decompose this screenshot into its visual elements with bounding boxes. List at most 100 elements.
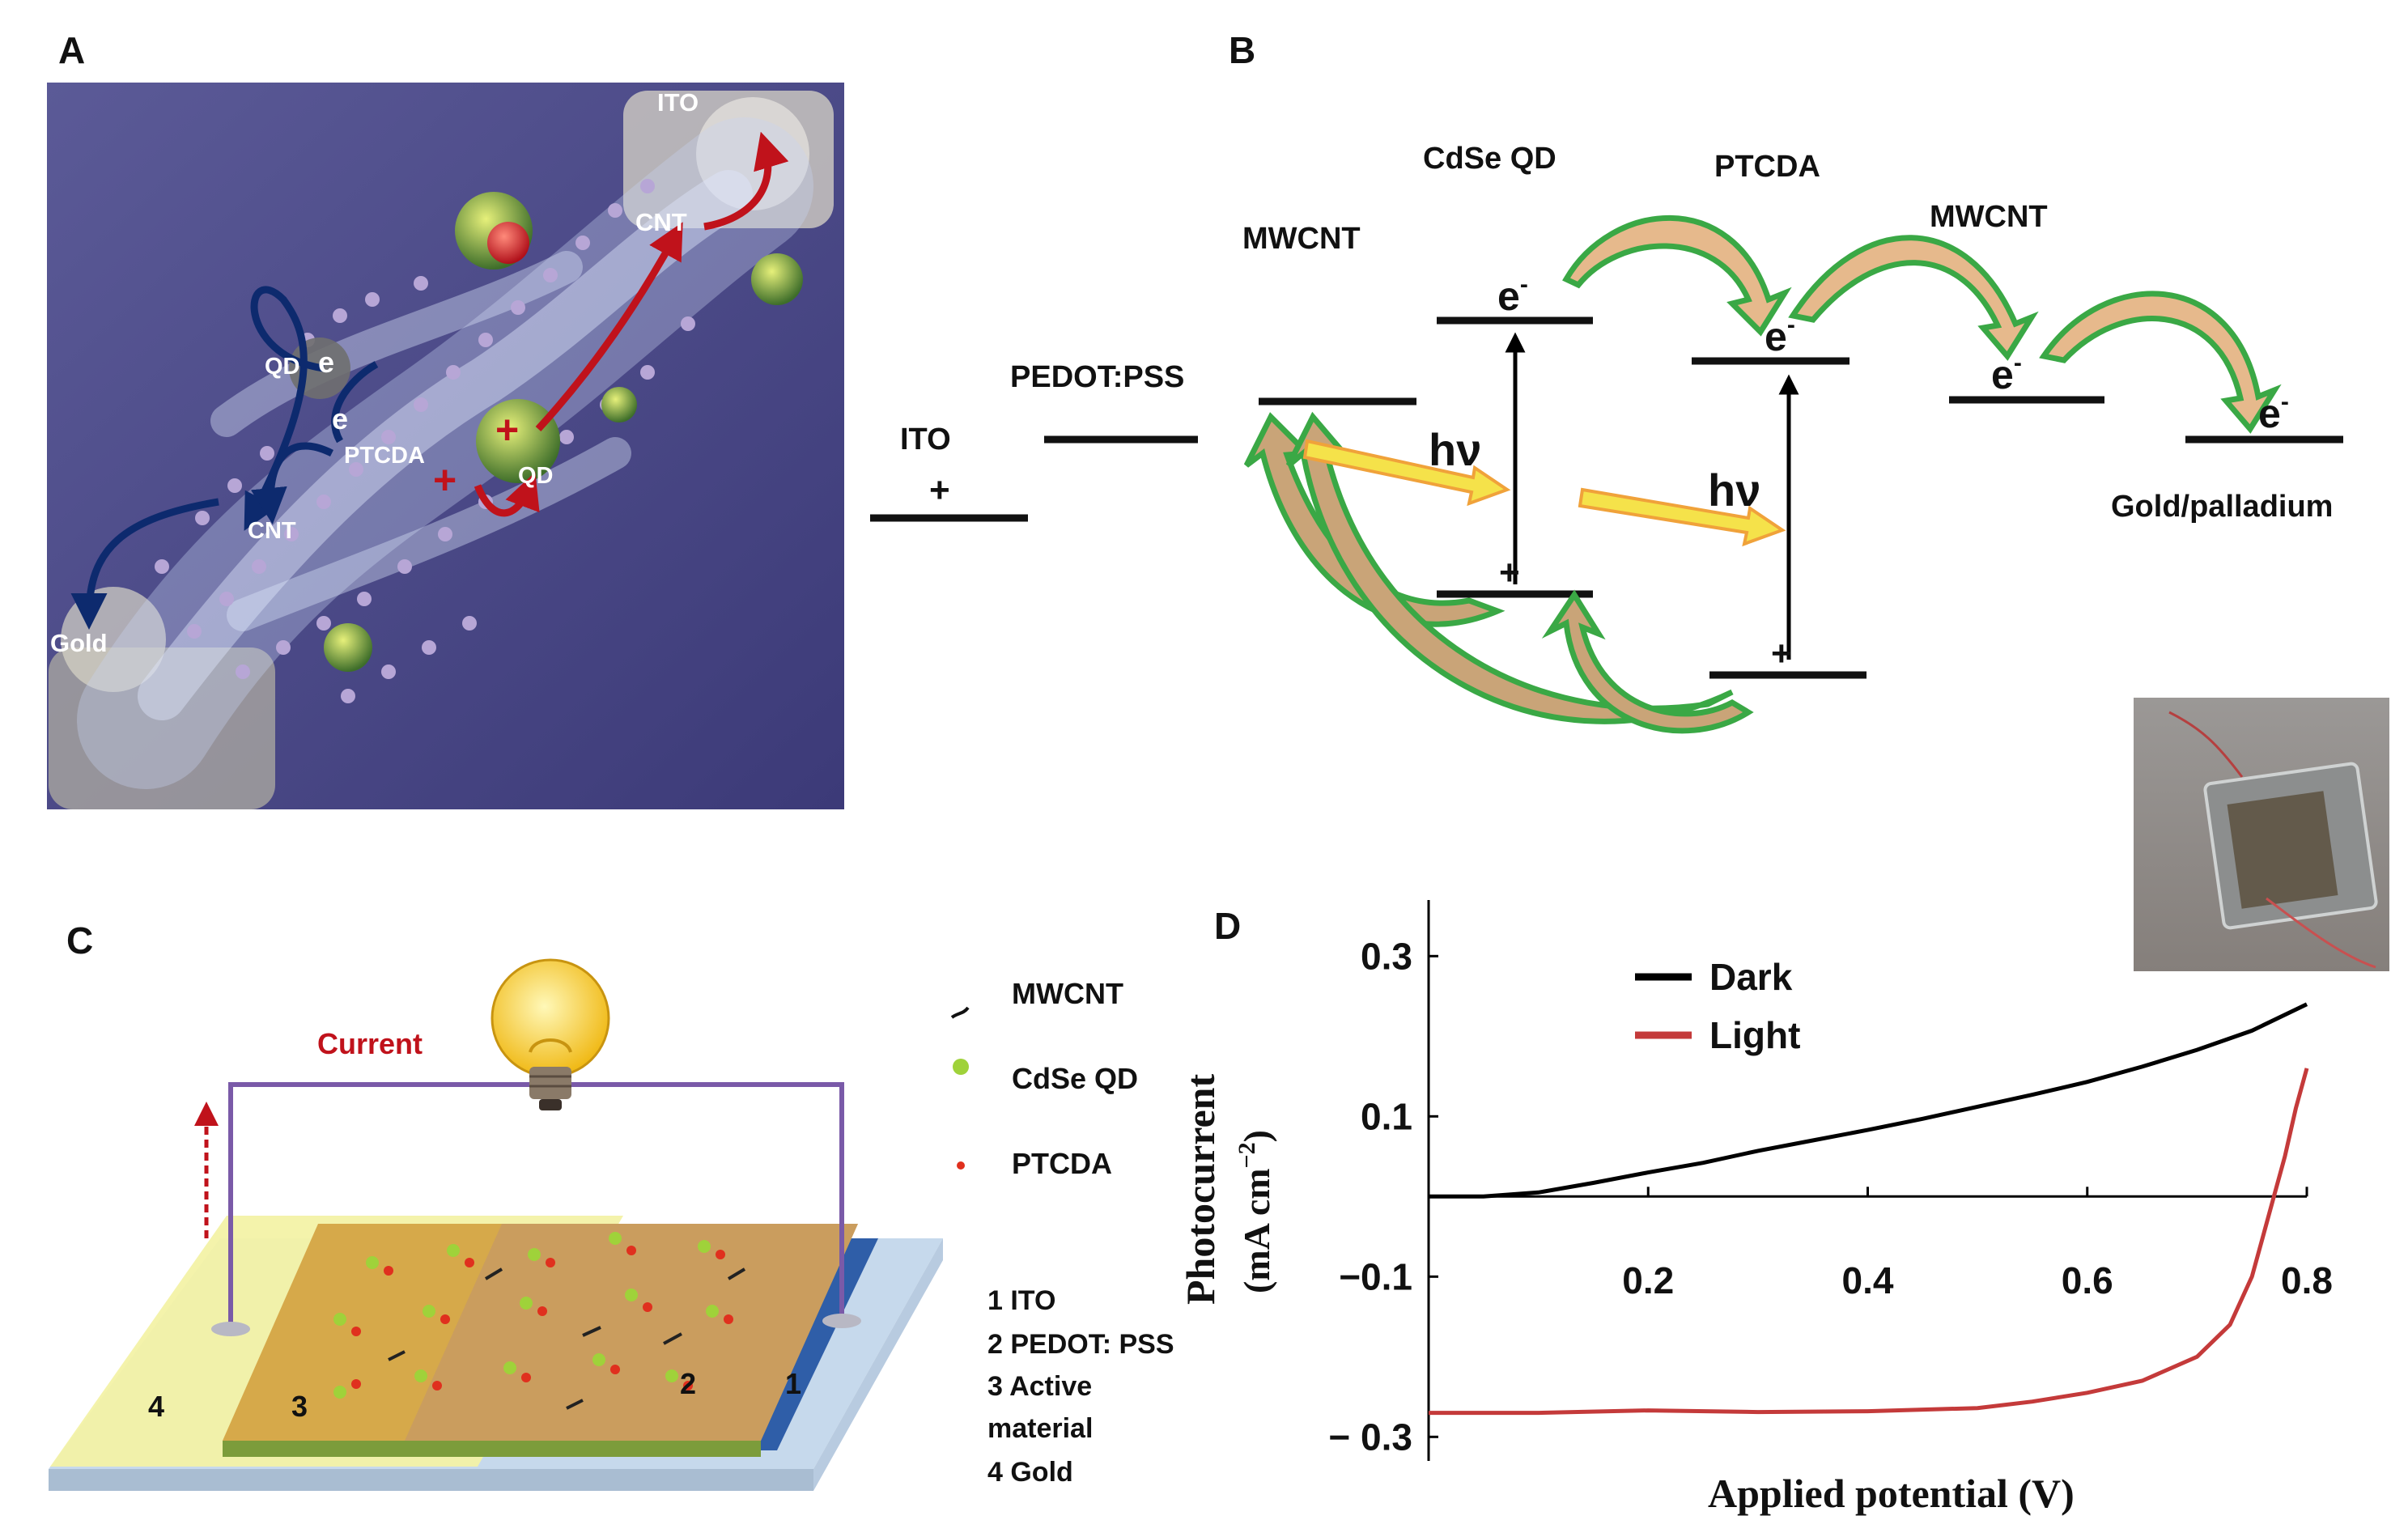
label-pedot: PEDOT:PSS <box>1010 360 1184 394</box>
label-ito-plus: + <box>929 470 950 510</box>
contact-ito <box>822 1314 861 1328</box>
label-gold-palladium: Gold/palladium <box>2111 490 2333 524</box>
legend-mwcnt: MWCNT <box>1012 977 1123 1010</box>
electron-path-arrow <box>244 286 325 531</box>
x-axis-label: Applied potential (V) <box>1708 1471 2075 1516</box>
legend-label-dark: Dark <box>1709 956 1793 998</box>
electron-arrow-2 <box>1788 235 2039 361</box>
y-tick-label: −0.1 <box>1339 1255 1412 1297</box>
panel-a: A <box>47 29 844 809</box>
hv-label-2: hν <box>1708 465 1760 516</box>
hole-plus-2: + <box>433 457 457 503</box>
ptcda-sphere-top <box>487 222 529 264</box>
electron-arrow-3 <box>2039 291 2282 434</box>
electron-transfer-arrows <box>1562 214 2282 434</box>
label-ptcda: PTCDA <box>344 443 425 469</box>
layer-list: 1 ITO 2 PEDOT: PSS 3 Active material 4 G… <box>987 1285 1174 1488</box>
x-tick-label: 0.8 <box>2281 1259 2333 1301</box>
active-layer-edge <box>223 1441 761 1457</box>
electron-label-mwcnt: e- <box>1991 350 2022 397</box>
ptcda-fiber-2 <box>227 437 631 631</box>
label-cnt-top: CNT <box>635 208 687 236</box>
qd-sphere-bottom <box>324 623 372 672</box>
photon-arrows <box>1302 439 1786 547</box>
qd-sphere-center <box>476 399 560 483</box>
label-ptcda: PTCDA <box>1714 150 1820 184</box>
contact-gold <box>211 1322 250 1336</box>
panel-c: C <box>49 919 1174 1491</box>
layer-list-3b: material <box>987 1413 1093 1444</box>
x-tick-label: 0.4 <box>1842 1259 1894 1301</box>
panel-b: B <box>870 29 2343 734</box>
hole-label-ptcda: + <box>1771 634 1792 673</box>
device-wire-bottom <box>2266 897 2376 969</box>
label-cnt-bottom: CNT <box>248 518 296 544</box>
x-tick-label: 0.2 <box>1622 1259 1674 1301</box>
ptcda-legend-icon <box>957 1161 965 1170</box>
ptcda-fiber <box>210 251 583 437</box>
label-qd-left: QD <box>265 354 300 380</box>
layer-list-2: 2 PEDOT: PSS <box>987 1329 1174 1360</box>
light-bulb-icon <box>491 958 610 1110</box>
legend-label-light: Light <box>1709 1014 1800 1056</box>
cnt-fiber-core <box>138 170 753 720</box>
electron-label-ptcda: e- <box>1765 312 1795 359</box>
layer-number-2: 2 <box>680 1367 696 1400</box>
panel-c-letter: C <box>66 919 93 962</box>
layer-list-3: 3 Active <box>987 1371 1092 1402</box>
y-axis-units: (mA cm−2) <box>1234 1130 1277 1293</box>
label-qd-center: QD <box>518 463 554 489</box>
panel-c-legend: MWCNT CdSe QD PTCDA <box>950 977 1138 1180</box>
x-tick-label: 0.6 <box>2062 1259 2113 1301</box>
label-ito: ITO <box>657 88 699 117</box>
hole-path-arrow-2 <box>474 472 540 517</box>
device-wire-top <box>2168 711 2244 778</box>
electron-path-arrow-2 <box>250 442 334 524</box>
layer-number-4: 4 <box>148 1390 164 1423</box>
cdse-legend-icon <box>953 1059 969 1075</box>
pedot-layer <box>405 1224 858 1441</box>
ito-electrode-sphere <box>696 97 809 210</box>
label-ito: ITO <box>900 422 951 456</box>
axis-ticks: 0.2 0.4 0.6 0.8 0.3 0.1 −0.1 − 0.3 <box>1328 935 2333 1458</box>
hole-plus-1: + <box>495 407 519 452</box>
ito-substrate-side <box>813 1238 943 1491</box>
series-line-light <box>1429 1068 2309 1416</box>
layer-number-3: 3 <box>291 1390 308 1423</box>
y-tick-label: 0.1 <box>1361 1095 1412 1137</box>
electron-arrow-1 <box>1562 214 1792 337</box>
panel-b-letter: B <box>1229 29 1255 71</box>
electron-labels: e- e- e- e- <box>1497 271 2289 436</box>
label-cdse: CdSe QD <box>1423 142 1556 176</box>
electron-path-arrow-3 <box>331 361 379 444</box>
hole-arrow-3 <box>1541 589 1754 734</box>
y-tick-label: − 0.3 <box>1328 1416 1412 1458</box>
hole-transfer-arrows <box>1243 411 1754 734</box>
label-electron-1: e <box>318 346 334 379</box>
ito-substrate-edge <box>49 1469 813 1491</box>
y-tick-label: 0.3 <box>1361 935 1412 977</box>
hole-to-ito-arrow <box>703 131 789 231</box>
label-electron-2: e <box>332 402 348 435</box>
electron-label-gold: e- <box>2258 388 2289 436</box>
hv-arrow-2 <box>1578 487 1786 547</box>
legend-cdse: CdSe QD <box>1012 1062 1138 1095</box>
layer-list-1: 1 ITO <box>987 1285 1055 1316</box>
label-gold: Gold <box>50 629 108 657</box>
hole-label-cdse: + <box>1499 553 1520 592</box>
current-label: Current <box>317 1027 423 1060</box>
electron-label-cdse: e- <box>1497 271 1528 319</box>
hv-arrow-1 <box>1302 439 1511 507</box>
active-particles <box>333 1232 746 1410</box>
device-active-area <box>2227 791 2338 909</box>
series-line-dark <box>1429 1002 2308 1199</box>
layer-list-4: 4 Gold <box>987 1457 1073 1488</box>
qd-sphere-right <box>751 253 803 305</box>
qd-sphere-small <box>601 387 637 422</box>
layer-number-1: 1 <box>785 1367 801 1400</box>
panel-d-letter: D <box>1214 905 1241 947</box>
mwcnt-legend-icon <box>950 1006 970 1019</box>
